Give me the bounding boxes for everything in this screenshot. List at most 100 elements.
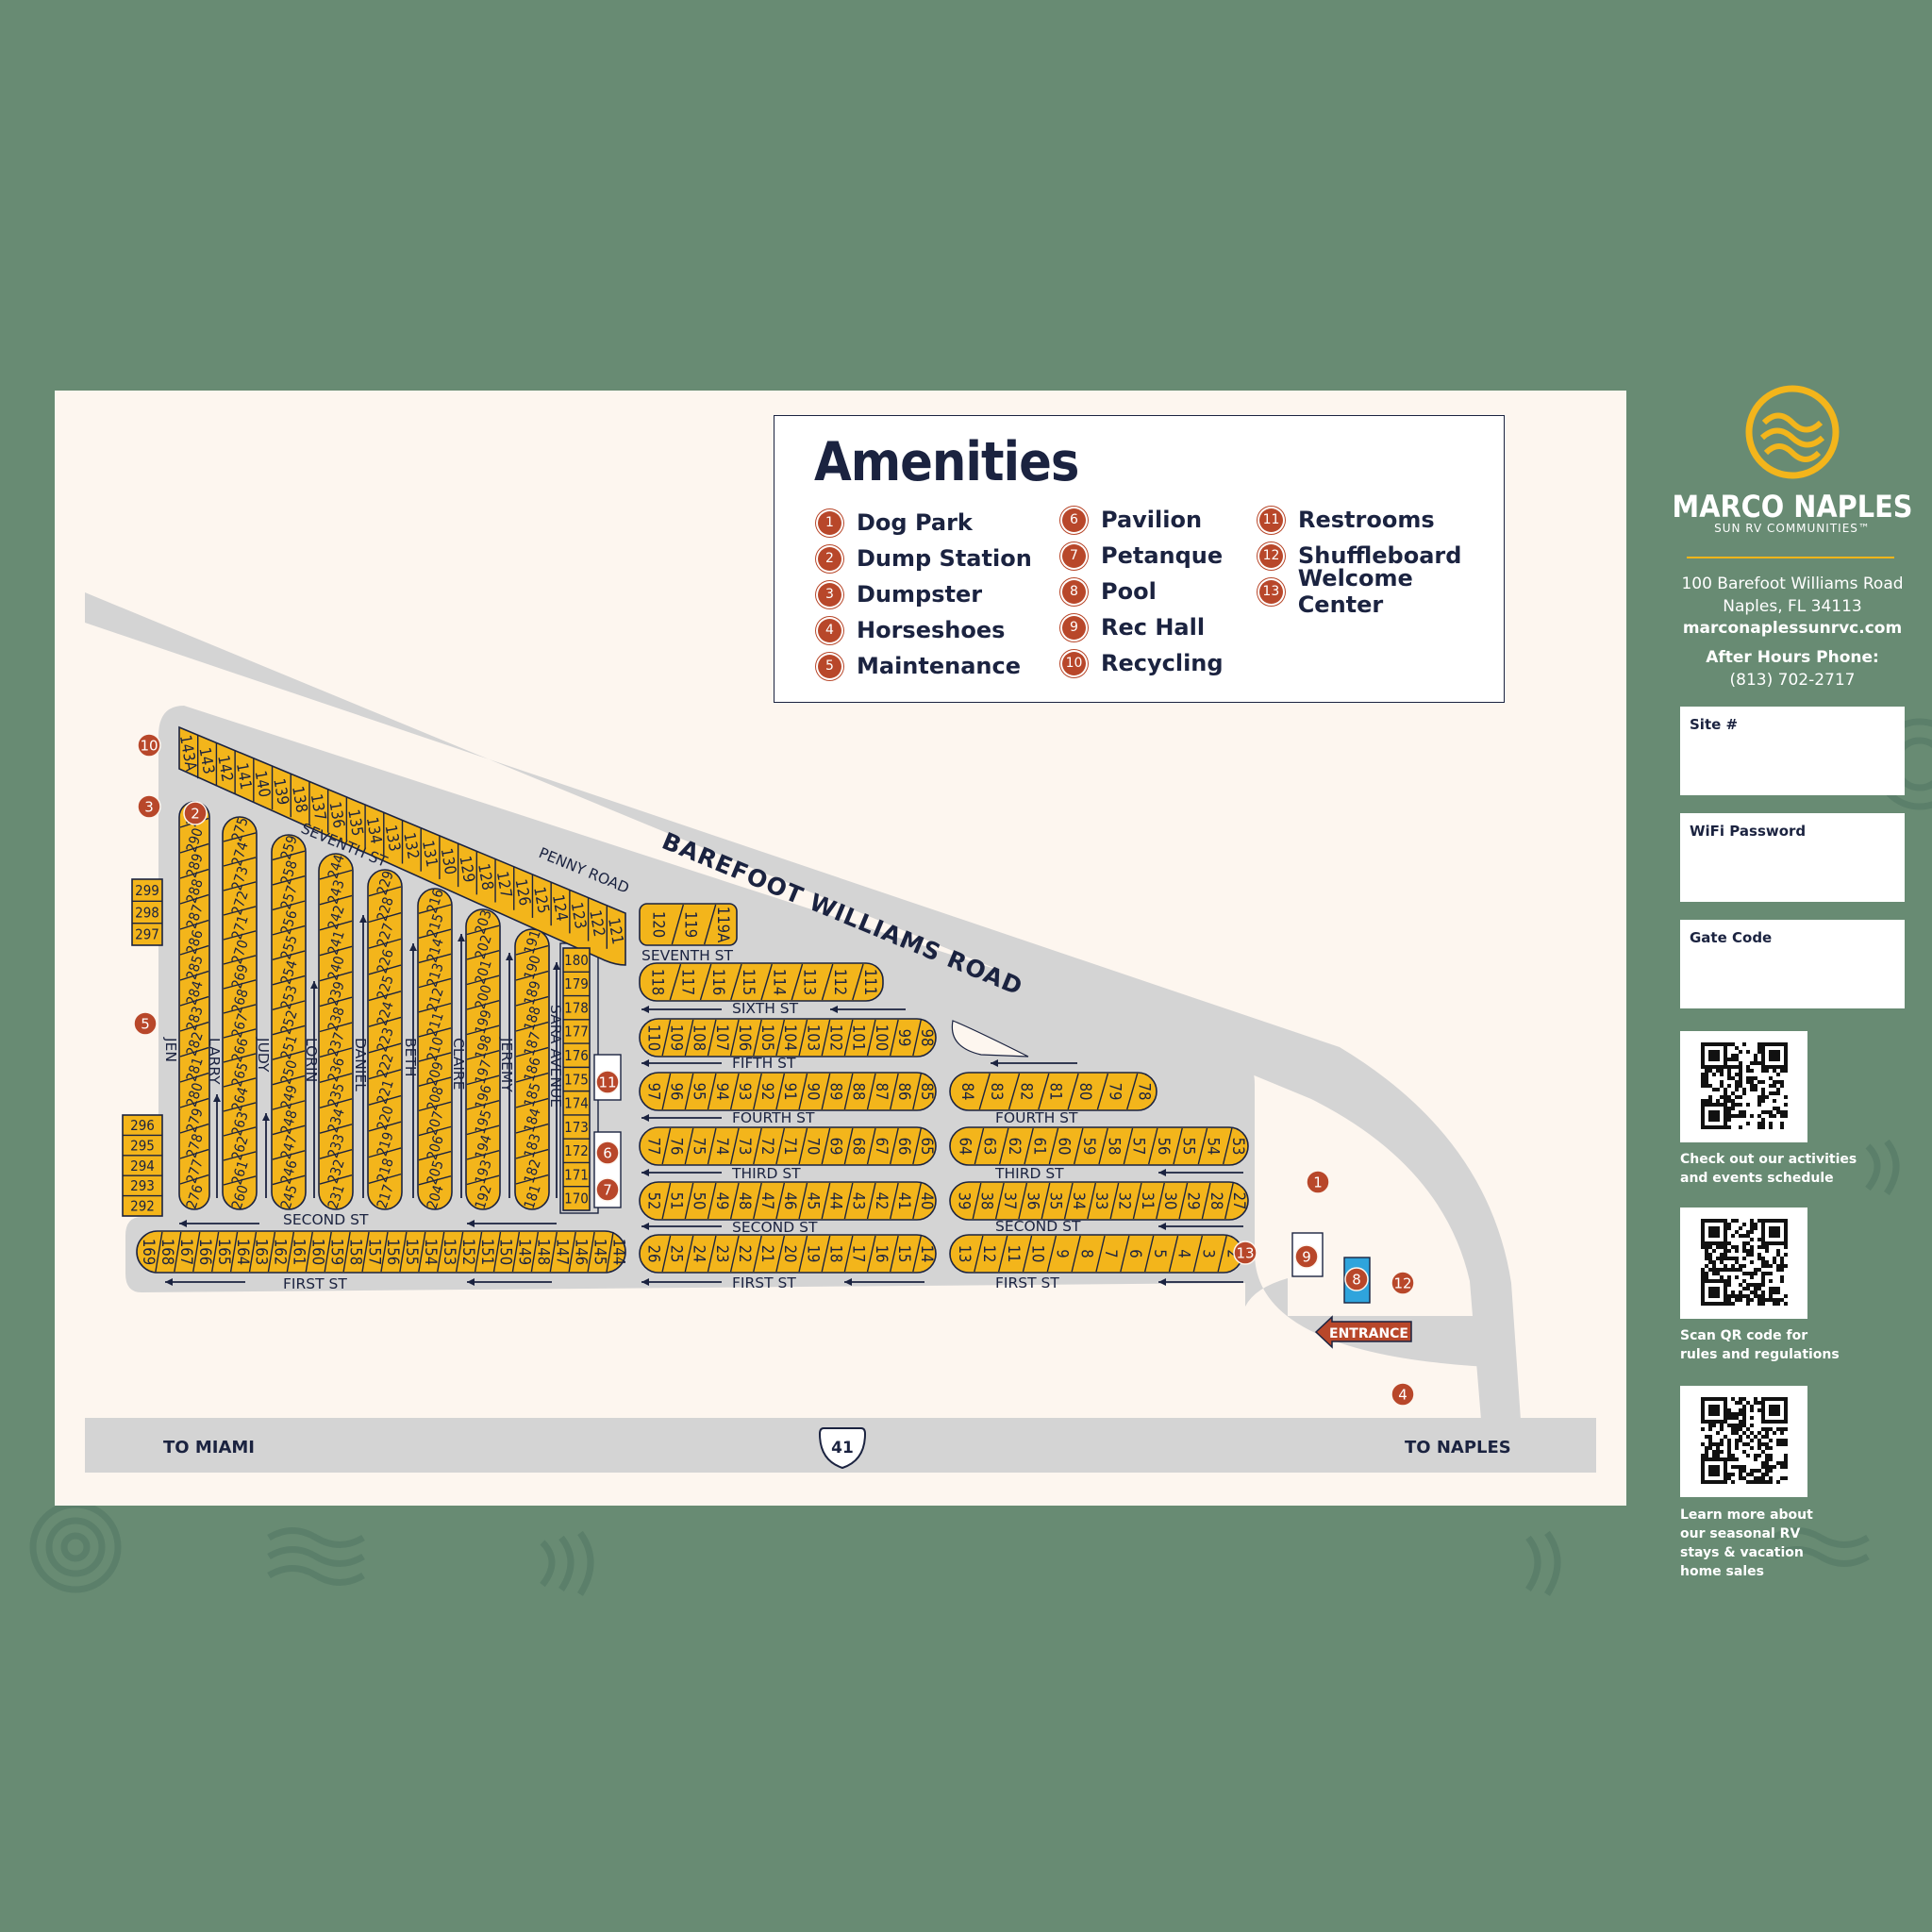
site-56[interactable]: 56 — [1155, 1138, 1173, 1156]
site-66[interactable]: 66 — [895, 1138, 913, 1156]
site-65[interactable]: 65 — [918, 1138, 936, 1156]
site-78[interactable]: 78 — [1136, 1083, 1154, 1101]
site-129[interactable]: 129 — [456, 855, 478, 884]
site-135[interactable]: 135 — [344, 808, 367, 837]
site-40[interactable]: 40 — [918, 1192, 936, 1210]
site-77[interactable]: 77 — [644, 1138, 662, 1156]
site-84[interactable]: 84 — [958, 1083, 976, 1101]
site-45[interactable]: 45 — [804, 1192, 822, 1210]
amenity-marker-5[interactable]: 5 — [133, 1011, 158, 1036]
site-97[interactable]: 97 — [644, 1083, 662, 1101]
site-157[interactable]: 157 — [365, 1239, 383, 1265]
site-101[interactable]: 101 — [850, 1024, 868, 1051]
site-140[interactable]: 140 — [252, 769, 275, 798]
site-83[interactable]: 83 — [988, 1083, 1006, 1101]
site-15[interactable]: 15 — [895, 1245, 913, 1263]
site-39[interactable]: 39 — [955, 1192, 973, 1210]
site-38[interactable]: 38 — [978, 1192, 996, 1210]
site-98[interactable]: 98 — [918, 1029, 936, 1047]
qr-code-rules[interactable] — [1680, 1208, 1807, 1319]
site-70[interactable]: 70 — [804, 1138, 822, 1156]
site-50[interactable]: 50 — [691, 1192, 708, 1210]
site-7[interactable]: 7 — [1102, 1249, 1120, 1257]
site-17[interactable]: 17 — [850, 1245, 868, 1263]
site-148[interactable]: 148 — [535, 1239, 553, 1265]
site-79[interactable]: 79 — [1106, 1083, 1124, 1101]
site-118[interactable]: 118 — [648, 969, 666, 995]
site-127[interactable]: 127 — [493, 870, 516, 899]
site-178[interactable]: 178 — [564, 999, 589, 1016]
site-169[interactable]: 169 — [140, 1239, 158, 1265]
site-132[interactable]: 132 — [400, 831, 423, 860]
amenity-marker-3[interactable]: 3 — [137, 794, 161, 819]
site-23[interactable]: 23 — [713, 1245, 731, 1263]
site-113[interactable]: 113 — [801, 969, 819, 995]
site-51[interactable]: 51 — [667, 1192, 685, 1210]
site-155[interactable]: 155 — [403, 1239, 421, 1265]
site-52[interactable]: 52 — [644, 1192, 662, 1210]
site-89[interactable]: 89 — [827, 1083, 845, 1101]
site-63[interactable]: 63 — [981, 1138, 999, 1156]
site-number-field[interactable]: Site # — [1680, 707, 1905, 795]
site-93[interactable]: 93 — [736, 1083, 754, 1101]
site-18[interactable]: 18 — [827, 1245, 845, 1263]
site-95[interactable]: 95 — [691, 1083, 708, 1101]
site-114[interactable]: 114 — [770, 969, 788, 995]
site-162[interactable]: 162 — [272, 1239, 290, 1265]
site-4[interactable]: 4 — [1175, 1249, 1193, 1257]
site-298[interactable]: 298 — [135, 904, 159, 921]
site-6[interactable]: 6 — [1126, 1249, 1144, 1257]
site-55[interactable]: 55 — [1179, 1138, 1197, 1156]
site-42[interactable]: 42 — [873, 1192, 891, 1210]
site-115[interactable]: 115 — [740, 969, 758, 995]
site-116[interactable]: 116 — [709, 969, 727, 995]
site-21[interactable]: 21 — [758, 1245, 776, 1263]
site-120[interactable]: 120 — [649, 911, 667, 938]
site-46[interactable]: 46 — [781, 1192, 799, 1210]
site-26[interactable]: 26 — [644, 1245, 662, 1263]
site-161[interactable]: 161 — [291, 1239, 308, 1265]
site-123[interactable]: 123 — [568, 901, 591, 930]
site-293[interactable]: 293 — [130, 1177, 155, 1194]
site-166[interactable]: 166 — [196, 1239, 214, 1265]
amenity-marker-7[interactable]: 7 — [595, 1177, 620, 1202]
amenity-marker-4[interactable]: 4 — [1391, 1382, 1415, 1407]
wifi-password-field[interactable]: WiFi Password — [1680, 813, 1905, 902]
site-74[interactable]: 74 — [713, 1138, 731, 1156]
site-158[interactable]: 158 — [346, 1239, 364, 1265]
site-154[interactable]: 154 — [422, 1239, 440, 1265]
site-109[interactable]: 109 — [667, 1024, 685, 1051]
site-130[interactable]: 130 — [438, 846, 460, 875]
site-41[interactable]: 41 — [895, 1192, 913, 1210]
site-297[interactable]: 297 — [135, 926, 159, 943]
site-119A[interactable]: 119A — [714, 907, 732, 943]
site-128[interactable]: 128 — [475, 862, 497, 891]
site-112[interactable]: 112 — [831, 969, 849, 995]
site-13[interactable]: 13 — [956, 1245, 974, 1263]
site-156[interactable]: 156 — [384, 1239, 402, 1265]
site-168[interactable]: 168 — [158, 1239, 176, 1265]
site-170[interactable]: 170 — [564, 1191, 589, 1208]
amenity-marker-8[interactable]: 8 — [1344, 1267, 1369, 1291]
site-29[interactable]: 29 — [1184, 1192, 1202, 1210]
site-144[interactable]: 144 — [609, 1239, 627, 1265]
site-47[interactable]: 47 — [758, 1192, 776, 1210]
site-71[interactable]: 71 — [781, 1138, 799, 1156]
gate-code-field[interactable]: Gate Code — [1680, 920, 1905, 1008]
site-19[interactable]: 19 — [804, 1245, 822, 1263]
amenity-marker-11[interactable]: 11 — [595, 1070, 620, 1094]
site-134[interactable]: 134 — [363, 816, 386, 845]
site-86[interactable]: 86 — [895, 1083, 913, 1101]
amenity-marker-6[interactable]: 6 — [595, 1141, 620, 1165]
site-136[interactable]: 136 — [325, 800, 348, 829]
site-141[interactable]: 141 — [233, 761, 256, 791]
site-31[interactable]: 31 — [1139, 1192, 1157, 1210]
site-36[interactable]: 36 — [1024, 1192, 1041, 1210]
site-81[interactable]: 81 — [1047, 1083, 1065, 1101]
site-32[interactable]: 32 — [1116, 1192, 1134, 1210]
site-146[interactable]: 146 — [572, 1239, 590, 1265]
site-73[interactable]: 73 — [736, 1138, 754, 1156]
site-20[interactable]: 20 — [781, 1245, 799, 1263]
site-27[interactable]: 27 — [1230, 1192, 1248, 1210]
site-131[interactable]: 131 — [419, 839, 441, 868]
